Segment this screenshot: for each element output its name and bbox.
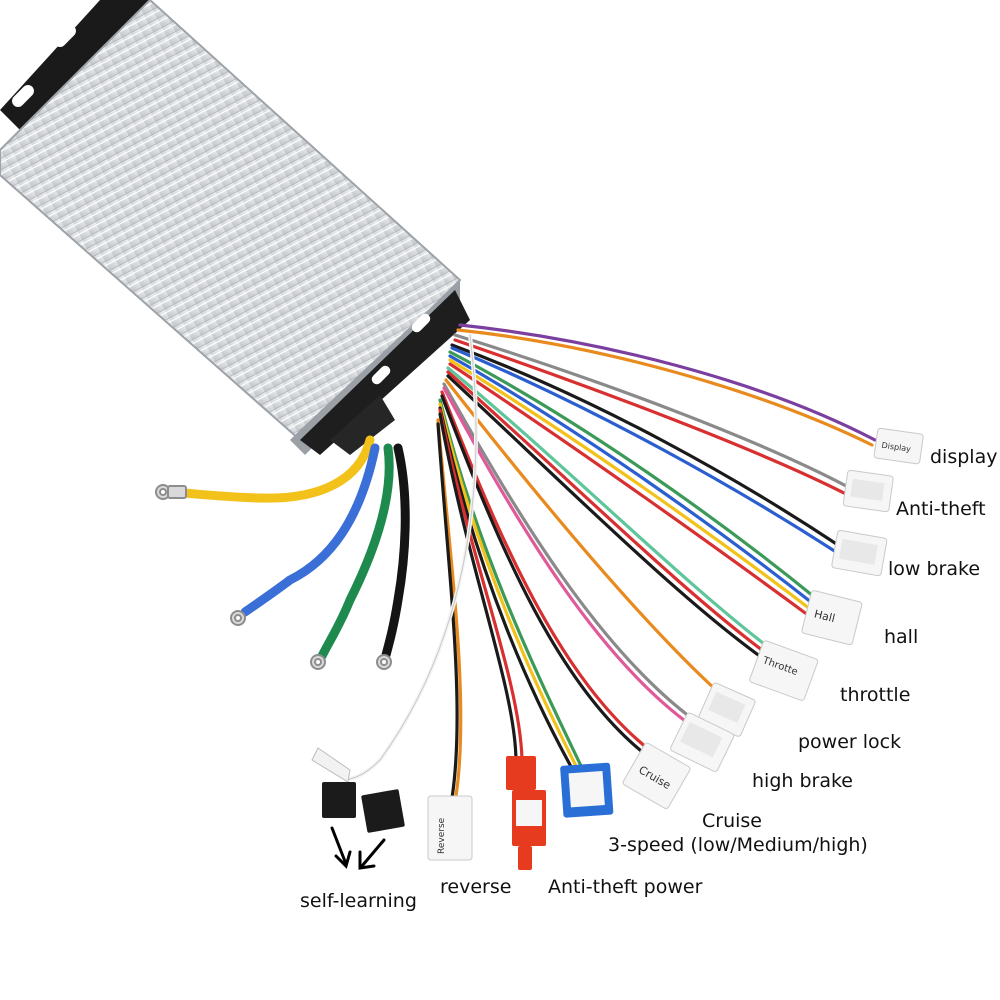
phase-wires: [165, 435, 410, 661]
signal-wires: [344, 323, 877, 800]
self-learning-arrows: [330, 826, 386, 870]
controller-housing: [0, 0, 470, 455]
label-three-speed: 3-speed (low/Medium/high): [608, 834, 868, 856]
reverse-tag: Reverse: [437, 817, 447, 854]
label-hall: hall: [884, 626, 919, 648]
label-high-brake: high brake: [752, 770, 853, 792]
label-reverse: reverse: [440, 876, 512, 898]
label-power-lock: power lock: [798, 731, 902, 753]
label-display: display: [930, 446, 998, 468]
hall-tag: Hall: [813, 607, 837, 625]
label-anti-theft: Anti-theft: [896, 498, 986, 520]
label-cruise: Cruise: [702, 810, 762, 832]
label-self-learning: self-learning: [300, 890, 417, 912]
ring-terminals: [155, 484, 392, 670]
connectors: Display Hall Throtte: [311, 427, 924, 870]
label-low-brake: low brake: [888, 558, 981, 580]
label-anti-theft-power: Anti-theft power: [548, 876, 703, 898]
label-throttle: throttle: [840, 684, 911, 706]
display-tag: Display: [881, 441, 912, 454]
